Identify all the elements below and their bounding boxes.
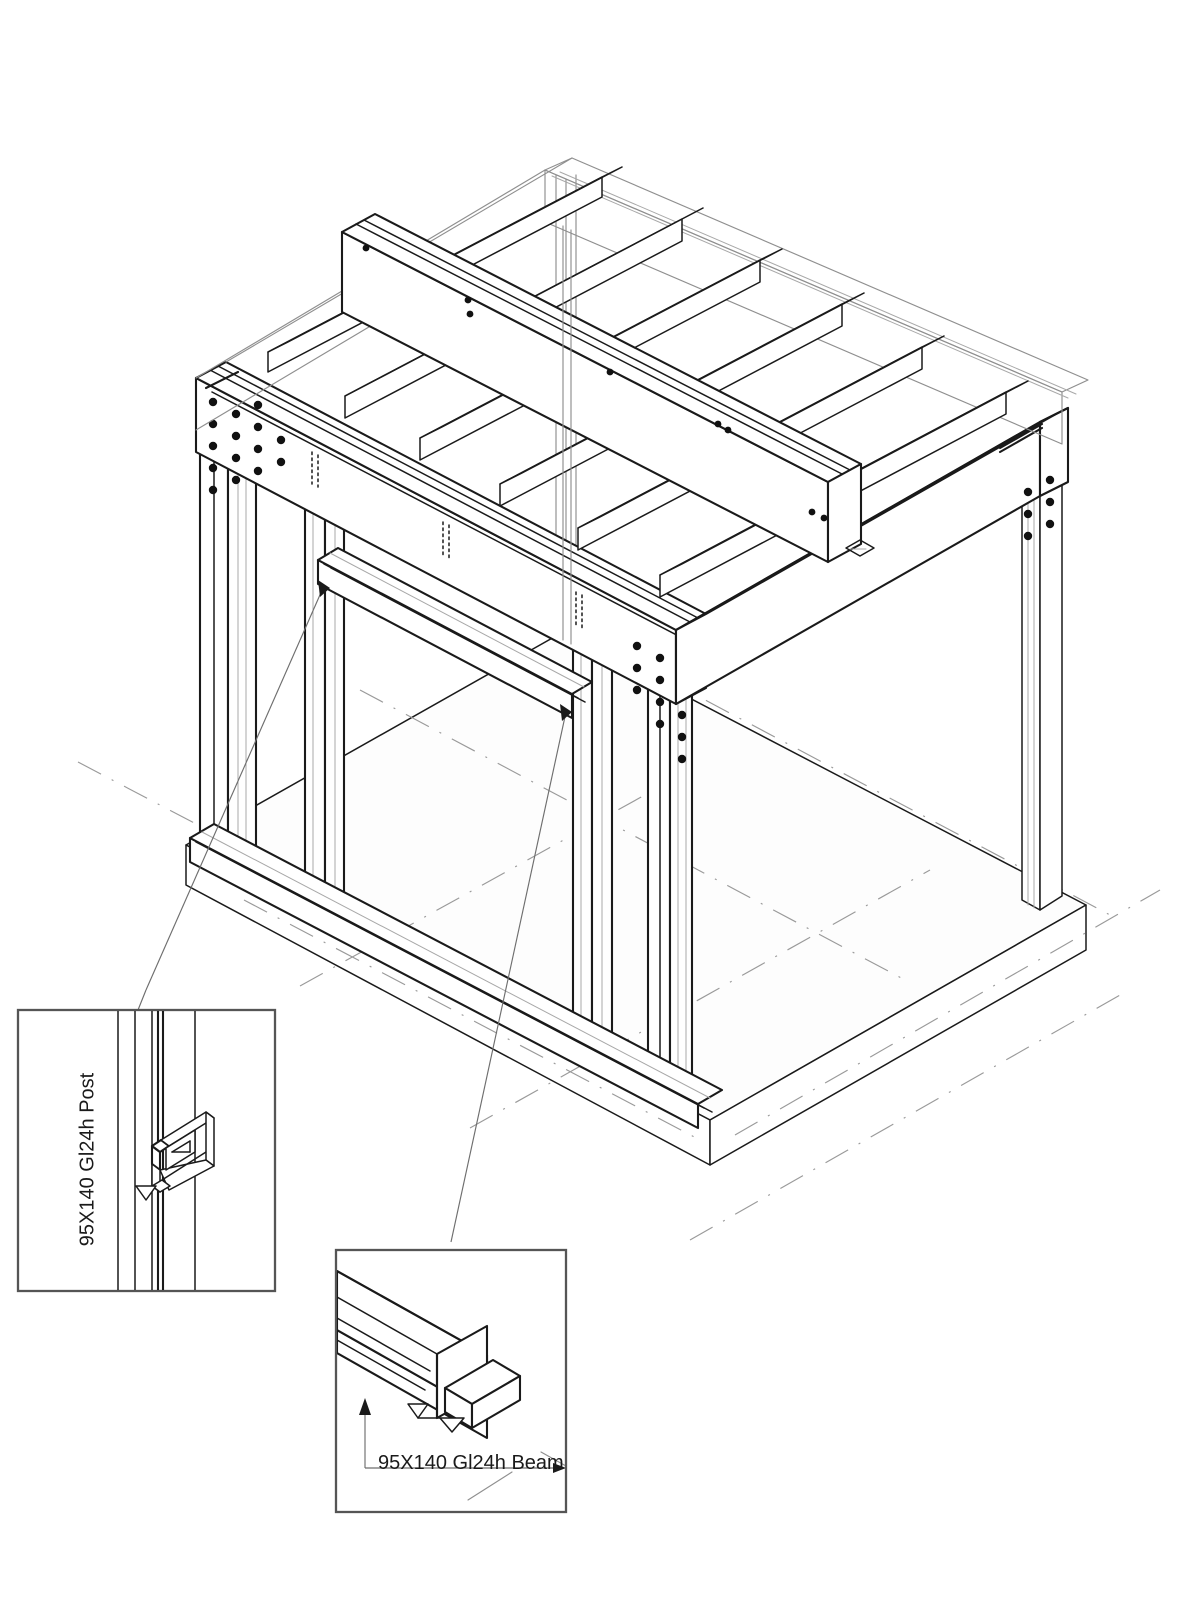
- post-detail-label: 95X140 Gl24h Post: [76, 1072, 99, 1247]
- beam-detail-geometry: [337, 1269, 565, 1501]
- beam-detail-label: 95X140 Gl24h Beam: [378, 1452, 564, 1474]
- callout-box-beam[interactable]: [334, 1248, 568, 1514]
- fastener-group-far-right: [1023, 475, 1055, 541]
- posts-rear-thin: [562, 225, 572, 645]
- main-ridge-beam: [340, 212, 875, 564]
- ring-beam-front-right: [674, 406, 1070, 706]
- screw-seam-marks: [311, 451, 583, 630]
- fastener-group-left: [208, 397, 286, 495]
- ridge-beam-fasteners: [362, 244, 828, 522]
- post-rear-right: [1021, 443, 1063, 911]
- post-detail-geometry: [117, 1011, 215, 1290]
- wall-frame-front-left: [188, 386, 724, 1130]
- callout-box-post[interactable]: [16, 1008, 277, 1293]
- leader-lines: [137, 580, 572, 1243]
